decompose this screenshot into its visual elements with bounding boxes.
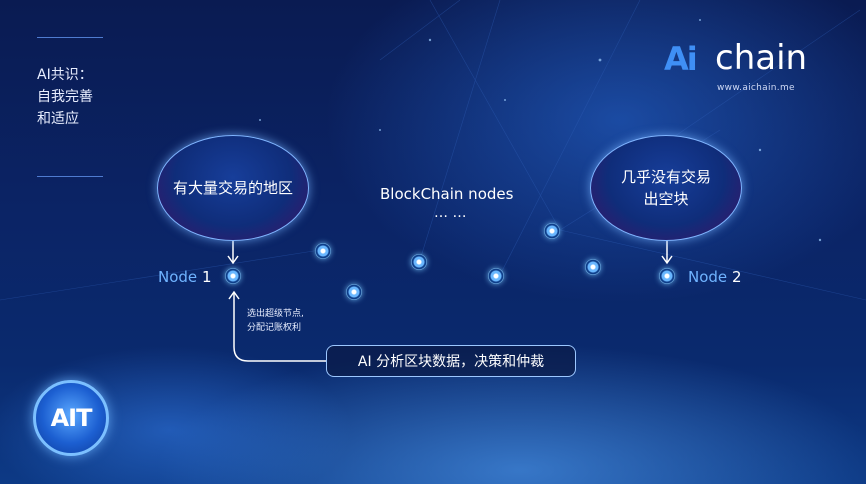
arrow-left-head: [227, 255, 239, 265]
blockchain-node-dot: [315, 243, 331, 259]
logo-ai-mark: Ai: [664, 40, 698, 78]
logo-url: www.aichain.me: [717, 83, 795, 93]
connector-lines: [227, 240, 673, 362]
side-label-line: 和适应: [37, 111, 79, 127]
bubble-empty-blocks: 几乎没有交易 出空块: [590, 135, 742, 241]
divider-bottom: [37, 176, 103, 177]
ai-analysis-box: AI 分析区块数据，决策和仲裁: [326, 345, 576, 377]
center-title: BlockChain nodes: [380, 185, 514, 203]
side-label-line: 自我完善: [37, 89, 93, 105]
node-1-number: 1: [201, 268, 212, 286]
center-ellipsis: … …: [434, 205, 467, 221]
bubble-high-traffic: 有大量交易的地区: [157, 135, 309, 241]
bubble-empty-blocks-line: 几乎没有交易: [620, 168, 711, 186]
blockchain-node-dot: [488, 268, 504, 284]
node-1-label: Node 1: [158, 268, 211, 286]
blockchain-node-dot: [411, 254, 427, 270]
blockchain-node-dot: [585, 259, 601, 275]
ait-badge-text: AIT: [50, 404, 93, 432]
logo-wordmark: chain: [715, 38, 808, 78]
arrow-ai-to-node1: [233, 292, 326, 362]
arrow-ai-head: [228, 290, 240, 300]
annotation-line: 分配记账权利: [247, 323, 302, 333]
node-2-word: Node: [688, 268, 728, 286]
blockchain-node-dot: [544, 223, 560, 239]
annotation-super-node: 选出超级节点, 分配记账权利: [247, 307, 304, 335]
arrow-right-head: [661, 255, 673, 265]
node-2-dot: [659, 268, 675, 284]
annotation-line: 选出超级节点,: [247, 309, 304, 319]
bubble-empty-blocks-line: 出空块: [643, 190, 689, 208]
node-2-number: 2: [731, 268, 742, 286]
blockchain-node-dot: [346, 284, 362, 300]
node-1-dot: [225, 268, 241, 284]
aichain-logo: Ai chain www.aichain.me: [664, 38, 834, 102]
ait-badge: AIT: [33, 380, 109, 456]
side-label-line: AI共识：: [37, 67, 93, 83]
bubble-empty-blocks-label: 几乎没有交易 出空块: [621, 166, 711, 210]
bubble-high-traffic-label: 有大量交易的地区: [172, 179, 293, 197]
node-1-word: Node: [158, 268, 198, 286]
divider-top: [37, 37, 103, 38]
node-2-label: Node 2: [688, 268, 741, 286]
side-label: AI共识： 自我完善 和适应: [37, 64, 93, 130]
